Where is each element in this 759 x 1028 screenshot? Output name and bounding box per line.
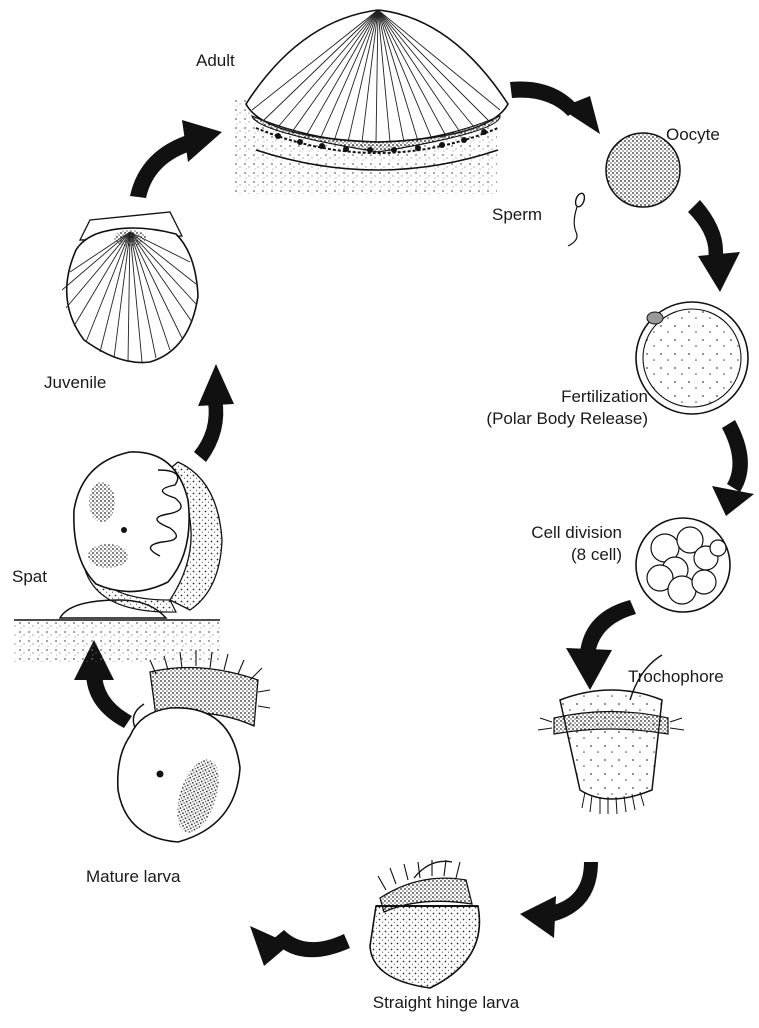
arrow-cell-division-to-trochophore	[566, 600, 636, 690]
label-fertilization: Fertilization (Polar Body Release)	[402, 386, 648, 430]
arrow-fertilization-to-cell-division	[712, 420, 754, 516]
spat-illustration	[14, 452, 222, 662]
label-fertilization-note: (Polar Body Release)	[402, 408, 648, 430]
juvenile-scallop-illustration	[62, 212, 198, 363]
label-adult: Adult	[196, 50, 235, 72]
label-trochophore: Trochophore	[628, 666, 724, 688]
label-cell-division-title: Cell division	[470, 522, 622, 544]
arrow-straight-hinge-to-mature-larva	[250, 926, 350, 966]
straight-hinge-larva-illustration	[370, 860, 479, 988]
arrow-juvenile-to-adult	[130, 120, 222, 198]
arrow-trochophore-to-straight-hinge	[520, 862, 598, 938]
label-cell-division-note: (8 cell)	[470, 544, 622, 566]
fertilized-egg-illustration	[636, 302, 748, 414]
sperm-illustration	[568, 192, 586, 246]
label-straight-hinge-larva: Straight hinge larva	[346, 992, 546, 1014]
label-sperm: Sperm	[492, 204, 542, 226]
arrow-oocyte-to-fertilization	[688, 200, 740, 292]
label-spat: Spat	[12, 566, 47, 588]
label-fertilization-title: Fertilization	[402, 386, 648, 408]
arrow-adult-to-oocyte	[510, 82, 600, 134]
label-cell-division: Cell division (8 cell)	[470, 522, 622, 566]
label-mature-larva: Mature larva	[86, 866, 180, 888]
label-oocyte: Oocyte	[666, 124, 720, 146]
eight-cell-embryo-illustration	[636, 518, 730, 612]
arrow-spat-to-juvenile	[194, 364, 234, 462]
mature-larva-illustration	[118, 650, 270, 842]
adult-scallop-illustration	[235, 10, 508, 194]
label-juvenile: Juvenile	[44, 372, 106, 394]
